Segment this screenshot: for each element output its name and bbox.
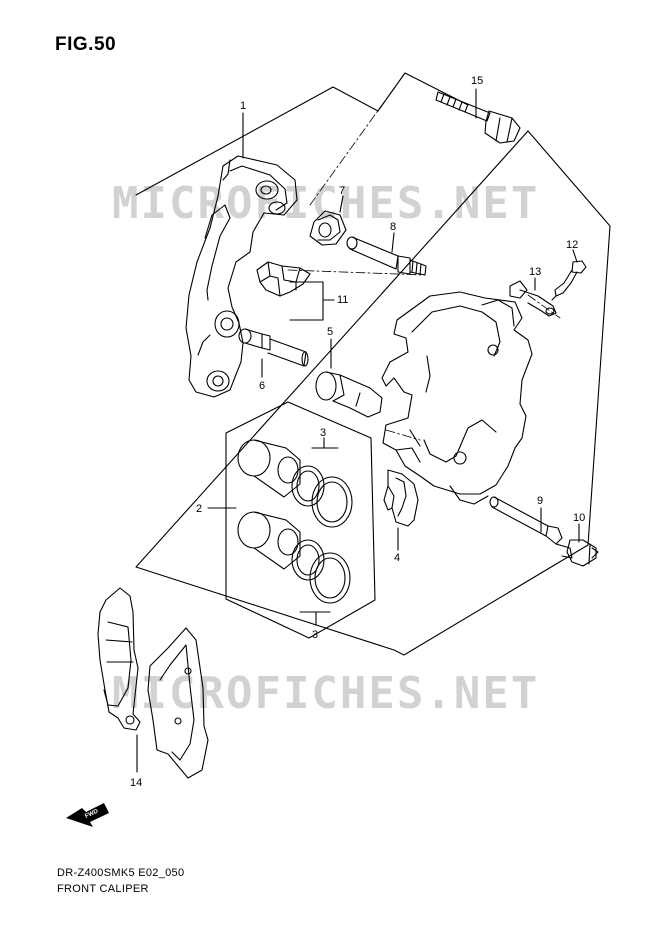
watermark-top: MICROFICHES.NET <box>112 178 540 229</box>
callout-14: 14 <box>130 777 142 789</box>
callout-3-lower: 3 <box>312 629 318 641</box>
leader-7 <box>339 195 344 213</box>
pin-part-5 <box>315 371 383 418</box>
leader-3a <box>311 437 339 449</box>
callout-10: 10 <box>573 512 585 524</box>
axis-bolt <box>309 72 406 206</box>
caliper-body <box>381 291 533 505</box>
figure-title: FIG.50 <box>55 34 117 55</box>
section-title: FRONT CALIPER <box>57 883 149 895</box>
piston-upper-part-2 <box>237 439 353 528</box>
leader-12 <box>572 249 578 263</box>
callout-6: 6 <box>259 380 265 392</box>
callout-1: 1 <box>240 100 246 112</box>
piston-group-outline <box>225 401 376 639</box>
callout-12: 12 <box>566 239 578 251</box>
pin-part-9 <box>489 496 573 559</box>
pin-part-6 <box>238 328 309 367</box>
callout-8: 8 <box>390 221 396 233</box>
plug-part-10 <box>566 539 599 567</box>
model-code: DR-Z400SMK5 E02_050 <box>57 867 185 879</box>
fwd-label: FWD <box>84 808 100 819</box>
callout-5: 5 <box>327 326 333 338</box>
axis-lower <box>385 429 421 441</box>
axis-bleeder <box>527 294 561 319</box>
brake-pads-part-14 <box>97 587 209 779</box>
watermark-bottom: MICROFICHES.NET <box>112 668 540 719</box>
leader-11 <box>289 281 335 321</box>
callout-13: 13 <box>529 266 541 278</box>
pin-part-8 <box>346 236 427 276</box>
caliper-bracket-part-1 <box>185 155 298 398</box>
callouts: 1 15 7 8 12 13 11 5 6 3 2 9 10 4 3 14 <box>130 75 585 789</box>
spring-plate-part-4 <box>383 469 419 527</box>
bolt-part-15 <box>435 91 521 144</box>
callout-11: 11 <box>337 294 348 306</box>
boot-part-11 <box>256 261 311 297</box>
leader-8 <box>391 232 395 253</box>
callout-3-upper: 3 <box>320 427 326 439</box>
fwd-arrow-icon: FWD <box>66 803 109 827</box>
boot-part-7 <box>309 210 347 246</box>
callout-4: 4 <box>394 552 400 564</box>
callout-9: 9 <box>537 495 543 507</box>
piston-lower-part-2 <box>237 511 351 604</box>
axis-pin <box>287 269 426 276</box>
callout-2: 2 <box>196 503 202 515</box>
callout-15: 15 <box>471 75 483 87</box>
bleeder-part-12 <box>551 260 587 301</box>
callout-7: 7 <box>339 185 345 197</box>
assembly-outline <box>135 72 611 656</box>
cap-part-13 <box>509 280 557 317</box>
leader-3b <box>299 611 331 626</box>
